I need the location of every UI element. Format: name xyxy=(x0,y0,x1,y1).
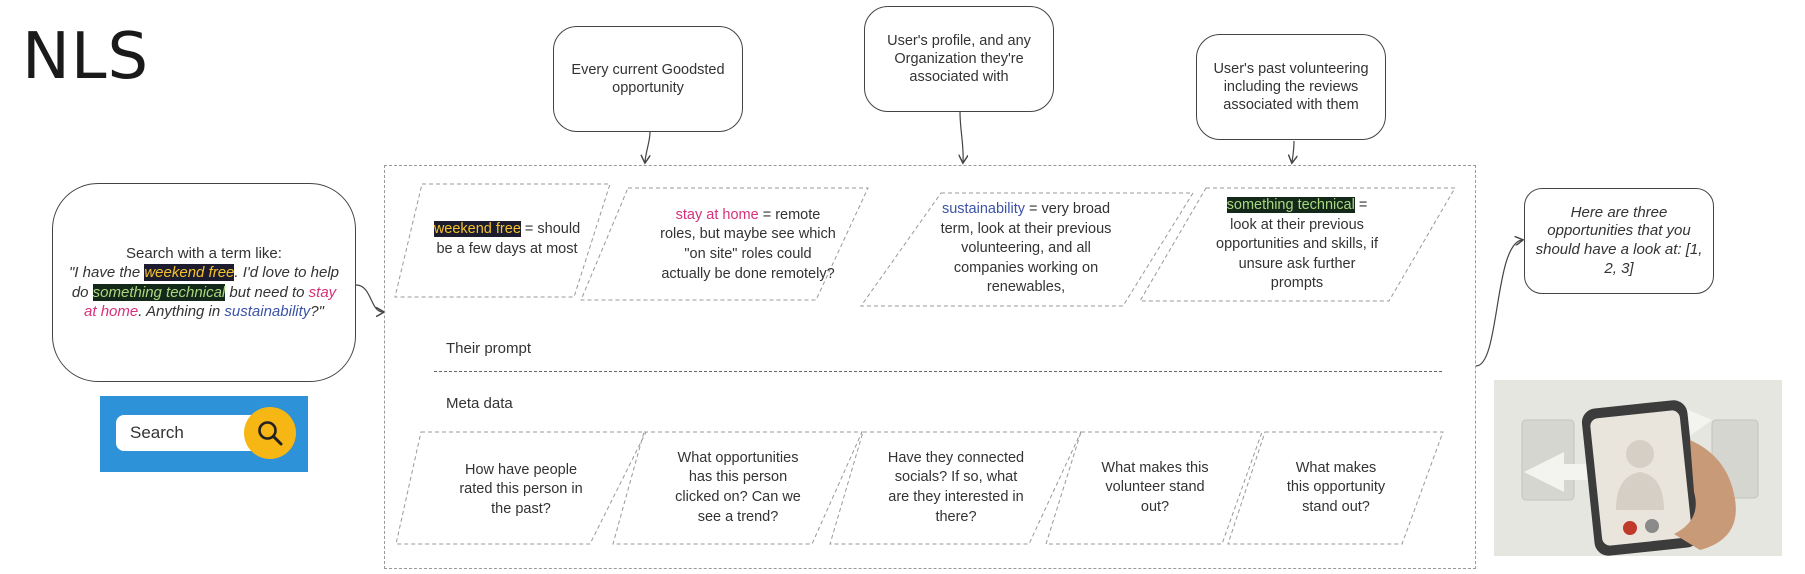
prompt-term-home: stay at home xyxy=(675,206,759,223)
query-intro: Search with a term like: xyxy=(126,244,282,262)
prompt-home: stay at home = remote roles, but maybe s… xyxy=(658,193,838,297)
prompt-shape-home xyxy=(580,187,869,301)
meta-item-1: How have people rated this person in the… xyxy=(459,461,583,517)
prompt-weekend-rest: = should be a few days at most xyxy=(436,221,581,257)
query-part: . I'd love to help do xyxy=(71,264,340,301)
search-button[interactable] xyxy=(244,407,296,459)
query-box: Search with a term like: "I have the wee… xyxy=(52,183,356,382)
arrow-profile xyxy=(960,111,963,162)
meta-item-4: What makes this volunteer stand out? xyxy=(1101,459,1209,515)
source-profile: User's profile, and any Organization the… xyxy=(864,6,1054,112)
meta-shape-5 xyxy=(1227,431,1444,545)
arrow-main-to-output xyxy=(1475,240,1522,367)
query-term-weekend: weekend free xyxy=(144,264,235,281)
section-divider xyxy=(434,371,1442,372)
prompt-home-rest: = remote roles, but maybe see which "on … xyxy=(660,206,836,282)
meta-section-label: Meta data xyxy=(446,395,513,412)
output-text: Here are three opportunities that you sh… xyxy=(1535,203,1703,277)
swipe-illustration xyxy=(1494,380,1782,556)
source-opportunities-text: Every current Goodsted opportunity xyxy=(571,61,725,96)
source-profile-text: User's profile, and any Organization the… xyxy=(887,32,1031,86)
query-term-home: stay at home xyxy=(84,283,337,321)
meta-item-5: What makes this opportunity stand out? xyxy=(1286,459,1386,515)
prompt-term-sustainability: sustainability xyxy=(941,201,1025,218)
query-part: but need to xyxy=(225,283,309,301)
output-box: Here are three opportunities that you sh… xyxy=(1524,188,1714,294)
prompt-weekend: weekend free = should be a few days at m… xyxy=(432,195,582,285)
source-past-text: User's past volunteering including the r… xyxy=(1213,60,1369,114)
page-title: NLS xyxy=(22,20,150,94)
meta-item-2: What opportunities has this person click… xyxy=(675,449,801,525)
source-past-volunteering: User's past volunteering including the r… xyxy=(1196,34,1386,140)
query-term-sustainability: sustainability xyxy=(224,303,311,320)
query-text: Search with a term like: "I have the wee… xyxy=(67,244,341,322)
meta-shape-4 xyxy=(1045,431,1263,545)
query-part: . Anything in xyxy=(138,303,225,320)
prompt-sustainability-rest: = very broad term, look at their previou… xyxy=(940,201,1112,296)
source-opportunities: Every current Goodsted opportunity xyxy=(553,26,743,132)
prompt-term-technical: something technical xyxy=(1226,197,1355,214)
magnifier-icon xyxy=(258,421,283,446)
swipe-phone-illustration xyxy=(1521,400,1759,556)
query-part: "I have the xyxy=(68,264,145,281)
search-input[interactable]: Search xyxy=(116,415,266,451)
main-process-box xyxy=(384,165,1476,569)
prompt-shape-technical xyxy=(1139,187,1456,302)
query-term-technical: something technical xyxy=(92,283,226,301)
arrow-past xyxy=(1292,140,1294,162)
prompt-shape-sustainability xyxy=(860,192,1194,307)
meta-item-3: Have they connected socials? If so, what… xyxy=(887,449,1025,525)
prompt-technical: something technical = look at their prev… xyxy=(1212,193,1382,297)
search-label: Search xyxy=(130,423,184,442)
prompt-sustainability: sustainability = very broad term, look a… xyxy=(936,197,1116,301)
prompt-section-label: Their prompt xyxy=(446,340,532,357)
arrow-query-to-main xyxy=(355,284,383,312)
query-part: ?" xyxy=(310,303,324,320)
meta-shape-1 xyxy=(395,431,647,545)
prompt-technical-rest: = look at their previous opportunities a… xyxy=(1216,197,1378,292)
prompt-term-weekend: weekend free xyxy=(433,221,521,238)
arrow-opportunities xyxy=(645,131,651,162)
